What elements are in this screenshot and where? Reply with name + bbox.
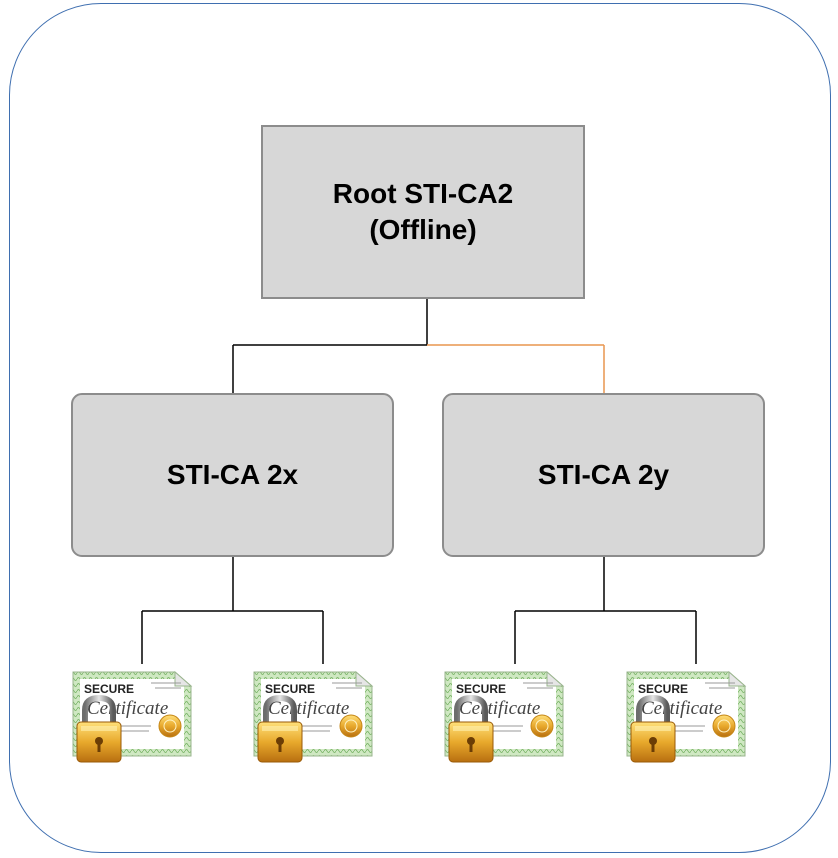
- intermediate-ca-2x-node: STI-CA 2x: [71, 393, 394, 557]
- secure-certificate-lock-icon: SECURE Certificate: [72, 670, 193, 763]
- root-ca-node: Root STI-CA2 (Offline): [261, 125, 585, 299]
- root-ca-title: Root STI-CA2: [332, 178, 514, 209]
- cert-secure-text: SECURE: [456, 682, 506, 696]
- intermediate-ca-2x-label: STI-CA 2x: [166, 459, 299, 490]
- cert-title-text: Certificate: [87, 698, 168, 719]
- root-ca-status: (Offline): [369, 214, 477, 245]
- diagram-frame: [9, 3, 831, 853]
- intermediate-ca-2y-label: STI-CA 2y: [537, 459, 670, 490]
- secure-certificate-lock-icon: SECURE Certificate: [626, 670, 747, 763]
- secure-certificate-lock-icon: SECURE Certificate: [444, 670, 565, 763]
- secure-certificate-lock-icon: SECURE Certificate: [253, 670, 374, 763]
- cert-title-text: Certificate: [268, 698, 349, 719]
- intermediate-ca-2y-node: STI-CA 2y: [442, 393, 765, 557]
- cert-secure-text: SECURE: [638, 682, 688, 696]
- cert-title-text: Certificate: [641, 698, 722, 719]
- cert-secure-text: SECURE: [84, 682, 134, 696]
- cert-title-text: Certificate: [459, 698, 540, 719]
- cert-secure-text: SECURE: [265, 682, 315, 696]
